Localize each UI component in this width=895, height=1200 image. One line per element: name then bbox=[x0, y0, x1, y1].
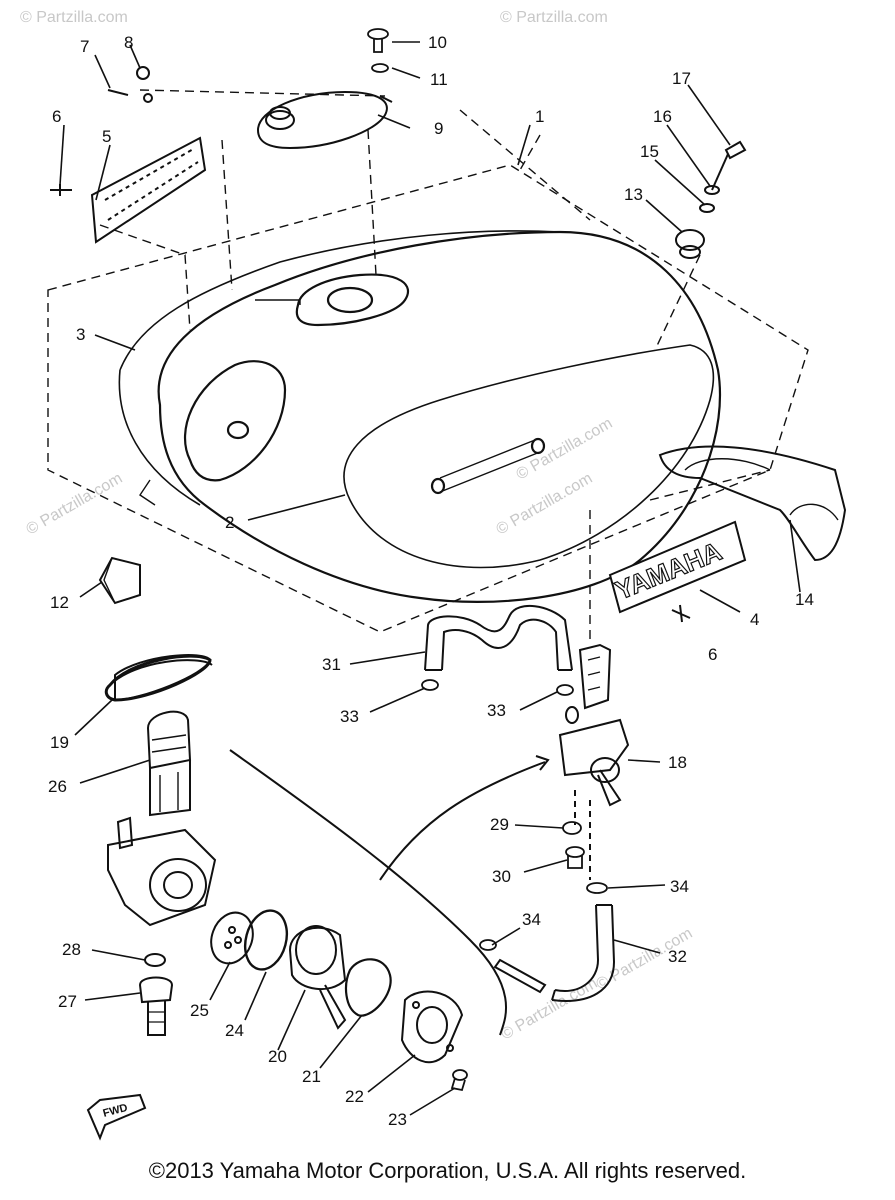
callout-22: 22 bbox=[345, 1087, 364, 1106]
callout-10: 10 bbox=[428, 33, 447, 52]
callout-34b: 34 bbox=[522, 910, 541, 929]
callout-27: 27 bbox=[58, 992, 77, 1011]
o-ring-24 bbox=[243, 909, 289, 971]
screw-10 bbox=[367, 28, 389, 73]
fuel-cap bbox=[256, 90, 393, 150]
assembly-frame bbox=[47, 89, 809, 640]
copyright-notice: ©2013 Yamaha Motor Corporation, U.S.A. A… bbox=[148, 1158, 747, 1183]
callout-21: 21 bbox=[302, 1067, 321, 1086]
callout-14: 14 bbox=[795, 590, 814, 609]
watermark-text: © Partzilla.com bbox=[514, 415, 616, 484]
fuel-hose-32 bbox=[493, 904, 616, 1002]
yamaha-badge-4: YAMAHA bbox=[608, 520, 747, 623]
callout-4: 4 bbox=[750, 610, 759, 629]
callout-20: 20 bbox=[268, 1047, 287, 1066]
drain-bolt-27 bbox=[138, 976, 174, 1036]
emblem-plate-5 bbox=[50, 66, 207, 244]
washer-29 bbox=[562, 821, 582, 835]
cap-12 bbox=[98, 556, 141, 605]
callout-6a: 6 bbox=[52, 107, 61, 126]
callout-13: 13 bbox=[624, 185, 643, 204]
callout-33a: 33 bbox=[340, 707, 359, 726]
callout-29: 29 bbox=[490, 815, 509, 834]
callout-numbers: 1 2 3 4 5 6 6 7 8 9 10 11 12 13 14 15 16… bbox=[48, 33, 814, 1129]
fuel-tank bbox=[118, 230, 722, 604]
mount-hardware bbox=[675, 140, 747, 259]
callout-31: 31 bbox=[322, 655, 341, 674]
callout-33b: 33 bbox=[487, 701, 506, 720]
watermark-text: © Partzilla.com bbox=[494, 470, 596, 539]
callout-3: 3 bbox=[76, 325, 85, 344]
watermark-text: © Partzilla.com bbox=[24, 470, 126, 539]
hose-clips-34 bbox=[479, 882, 608, 951]
callout-6b: 6 bbox=[708, 645, 717, 664]
watermark-text: © Partzilla.com bbox=[20, 9, 128, 26]
callout-17: 17 bbox=[672, 69, 691, 88]
callout-32: 32 bbox=[668, 947, 687, 966]
callout-19: 19 bbox=[50, 733, 69, 752]
callout-16: 16 bbox=[653, 107, 672, 126]
fuel-cock-18 bbox=[558, 643, 630, 807]
callout-28: 28 bbox=[62, 940, 81, 959]
lever-20 bbox=[288, 925, 347, 1030]
exploded-fuel-cock bbox=[107, 654, 217, 927]
callout-30: 30 bbox=[492, 867, 511, 886]
bolt-30 bbox=[565, 846, 585, 869]
callout-leaders bbox=[59, 41, 801, 1116]
callout-15: 15 bbox=[640, 142, 659, 161]
gasket-21 bbox=[344, 958, 392, 1017]
watermarks: © Partzilla.com © Partzilla.com © Partzi… bbox=[20, 9, 695, 1043]
callout-24: 24 bbox=[225, 1021, 244, 1040]
callout-5: 5 bbox=[102, 127, 111, 146]
fwd-arrow: FWD bbox=[86, 1093, 147, 1141]
callout-34a: 34 bbox=[670, 877, 689, 896]
callout-1: 1 bbox=[535, 107, 544, 126]
fuel-hose-31 bbox=[424, 604, 573, 671]
callout-11: 11 bbox=[430, 70, 448, 89]
callout-18: 18 bbox=[668, 753, 687, 772]
callout-12: 12 bbox=[50, 593, 69, 612]
cover-22 bbox=[400, 990, 464, 1064]
screw-23 bbox=[450, 1069, 468, 1092]
callout-9: 9 bbox=[434, 119, 443, 138]
watermark-text: © Partzilla.com bbox=[500, 9, 608, 26]
plate-25 bbox=[210, 911, 254, 965]
hose-clips-33 bbox=[421, 679, 574, 696]
tank-damper-14 bbox=[658, 445, 847, 562]
washer-28 bbox=[144, 953, 166, 967]
callout-26: 26 bbox=[48, 777, 67, 796]
callout-25: 25 bbox=[190, 1001, 209, 1020]
callout-23: 23 bbox=[388, 1110, 407, 1129]
gasket-19 bbox=[104, 654, 212, 702]
leader-lines bbox=[229, 749, 591, 1036]
callout-8: 8 bbox=[124, 33, 133, 52]
callout-2: 2 bbox=[225, 513, 234, 532]
callout-7: 7 bbox=[80, 37, 89, 56]
